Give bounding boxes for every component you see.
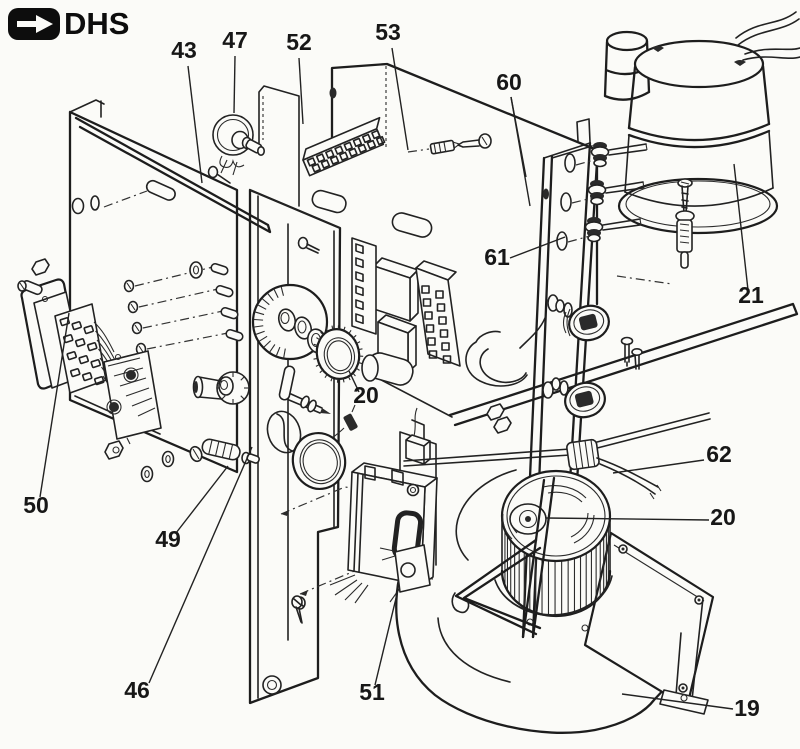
support-strut: [451, 476, 556, 639]
callout-62: 62: [706, 441, 732, 467]
callout-47: 47: [222, 27, 248, 53]
cable-62: [403, 412, 711, 500]
callout-19: 19: [734, 695, 760, 721]
brand-name: DHS: [64, 6, 130, 41]
callout-labels: 43 47 52 53 60 61 21 20 62 20 50 49 46 51 19: [23, 19, 764, 721]
arrow-right-icon: [8, 8, 60, 40]
callout-50: 50: [23, 492, 49, 518]
blower-housing-19: [379, 469, 715, 734]
callout-46: 46: [124, 677, 150, 703]
motor-21: [603, 11, 800, 269]
terminal-bracket: [258, 85, 300, 207]
panel-screws: [71, 165, 244, 483]
callout-20-fan: 20: [710, 504, 736, 530]
callout-21: 21: [738, 282, 764, 308]
callout-60: 60: [496, 69, 522, 95]
callout-61: 61: [484, 244, 510, 270]
dial-assembly: [192, 283, 364, 490]
fan-wheel-20: [494, 469, 613, 632]
callout-43: 43: [171, 37, 197, 63]
right-bracket: [521, 118, 648, 639]
platform-plate: [448, 275, 799, 427]
connector-block-50: [17, 258, 162, 445]
brand-logo: DHS: [0, 0, 137, 48]
callout-49: 49: [155, 526, 181, 552]
buzzer-47: [212, 114, 265, 176]
panel-switches: [465, 299, 610, 434]
mounting-rail: [74, 116, 272, 234]
callout-53: 53: [375, 19, 401, 45]
callout-20-bezel: 20: [353, 382, 379, 408]
callout-52: 52: [286, 29, 312, 55]
callout-51: 51: [359, 679, 385, 705]
board-components: [297, 116, 492, 386]
